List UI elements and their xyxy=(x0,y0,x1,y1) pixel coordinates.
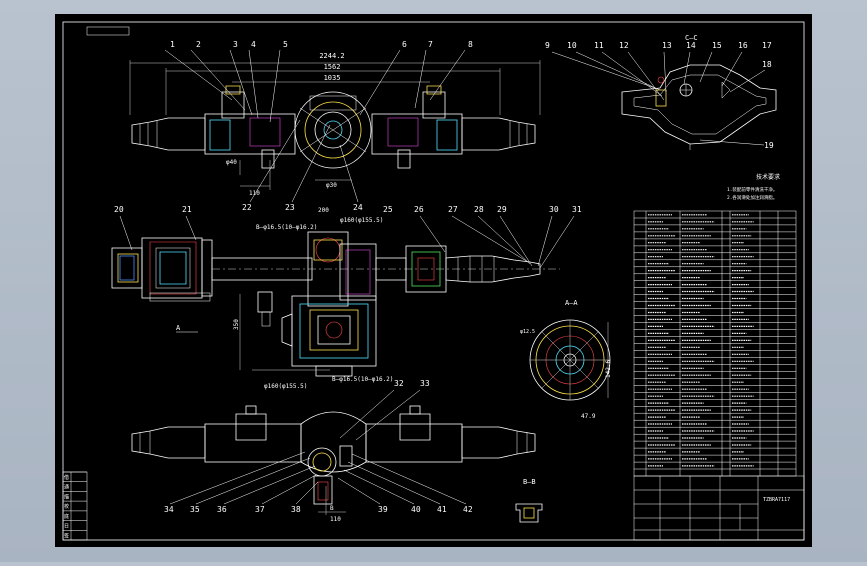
stamp-cell-label: 校 xyxy=(64,503,69,510)
label-section-a: B—φ16.5(10—φ16.2) xyxy=(256,224,317,231)
balloon-25: 25 xyxy=(383,205,393,214)
section-c-view: C—C xyxy=(551,34,777,150)
balloon-4: 4 xyxy=(251,40,256,49)
section-b-view: B—B xyxy=(515,478,543,523)
dim-a-bore: φ12.5 xyxy=(520,329,535,335)
balloon-23: 23 xyxy=(285,203,295,212)
stamp-cell-label: 通 xyxy=(64,484,69,491)
balloon-9: 9 xyxy=(545,41,550,50)
balloon-6: 6 xyxy=(402,40,407,49)
view-bb: B—B xyxy=(523,478,536,486)
dim-gear: φ30 xyxy=(326,182,337,189)
balloon-17: 17 xyxy=(762,41,772,50)
view-a-small: A xyxy=(176,324,181,332)
balloon-35: 35 xyxy=(190,505,200,514)
balloon-34: 34 xyxy=(164,505,174,514)
balloon-5: 5 xyxy=(283,40,288,49)
balloon-30: 30 xyxy=(549,205,559,214)
balloon-33: 33 xyxy=(420,379,430,388)
balloon-10: 10 xyxy=(567,41,577,50)
balloon-19: 19 xyxy=(764,141,774,150)
balloon-36: 36 xyxy=(217,505,227,514)
dim-350: 350 xyxy=(233,319,240,330)
balloon-3: 3 xyxy=(233,40,238,49)
label-section-a2: φ160(φ155.5) xyxy=(340,217,383,224)
balloon-37: 37 xyxy=(255,505,265,514)
balloon-39: 39 xyxy=(378,505,388,514)
balloon-31: 31 xyxy=(572,205,582,214)
balloon-22: 22 xyxy=(242,203,252,212)
balloon-32: 32 xyxy=(394,379,404,388)
dim-b-label: B xyxy=(330,505,334,512)
drawing-frame xyxy=(62,21,805,541)
view-cc: C—C xyxy=(685,34,698,42)
stamp-cell-label: 签 xyxy=(64,532,69,539)
balloon-21: 21 xyxy=(182,205,192,214)
top-view: 2244.2 1562 1035 xyxy=(129,52,541,197)
title-block: TZBRA7117 xyxy=(633,475,805,541)
parts-list-table xyxy=(633,210,797,477)
balloon-18: 18 xyxy=(762,60,772,69)
dim-inner: 1035 xyxy=(324,74,341,82)
stamp-cell-label: 底 xyxy=(64,513,69,520)
balloon-14: 14 xyxy=(686,41,696,50)
balloon-1: 1 xyxy=(170,40,175,49)
dim-left-small: φ40 xyxy=(226,159,237,166)
technical-notes: 技术要求 1.装配前零件清洗干净。 2.各润滑处加注润滑脂。 xyxy=(727,173,780,201)
top-right-balloons: 9 10 11 12 13 14 15 16 17 18 19 xyxy=(545,41,774,150)
balloon-12: 12 xyxy=(619,41,629,50)
stamp-cell-label: 描 xyxy=(64,493,69,500)
balloon-15: 15 xyxy=(712,41,722,50)
balloon-8: 8 xyxy=(468,40,473,49)
balloon-2: 2 xyxy=(196,40,201,49)
middle-section-view: 20 21 B—φ16.5(10—φ16.2) φ160(φ155.5) 200… xyxy=(111,205,582,390)
lower-label: B—φ16.5(10—φ16.2) xyxy=(332,376,393,383)
dim-track: 1562 xyxy=(324,63,341,71)
balloon-41: 41 xyxy=(437,505,447,514)
dim-overall: 2244.2 xyxy=(319,52,344,60)
section-a-view: A—A 142.6 47.9 φ12.5 xyxy=(520,299,612,420)
balloon-13: 13 xyxy=(662,41,672,50)
balloon-28: 28 xyxy=(474,205,484,214)
bottom-balloons: 32 33 34 35 36 37 38 39 40 41 42 xyxy=(164,379,473,514)
balloon-26: 26 xyxy=(414,205,424,214)
balloon-11: 11 xyxy=(594,41,604,50)
balloon-42: 42 xyxy=(463,505,473,514)
balloon-24: 24 xyxy=(353,203,363,212)
corner-stamp xyxy=(86,26,130,36)
notes-title: 技术要求 xyxy=(756,173,780,181)
stamp-cell-label: 日 xyxy=(64,524,69,530)
dim-a-small: 47.9 xyxy=(581,413,596,420)
drawing-number: TZBRA7117 xyxy=(763,497,790,503)
dim-a-height: 142.6 xyxy=(605,360,612,378)
balloon-16: 16 xyxy=(738,41,748,50)
top-balloons: 1 2 3 4 5 6 7 8 xyxy=(164,40,473,123)
balloon-38: 38 xyxy=(291,505,301,514)
balloon-27: 27 xyxy=(448,205,458,214)
notes-line-1: 1.装配前零件清洗干净。 xyxy=(727,186,777,193)
dim-left-width: 110 xyxy=(249,190,260,197)
stamp-cell-label: 借 xyxy=(64,474,69,481)
bottom-view: 110 B xyxy=(131,405,536,523)
notes-line-2: 2.各润滑处加注润滑脂。 xyxy=(727,194,777,201)
dim-200: 200 xyxy=(318,207,329,214)
view-aa: A—A xyxy=(565,299,578,307)
balloon-20: 20 xyxy=(114,205,124,214)
balloon-40: 40 xyxy=(411,505,421,514)
lower-dia: φ160(φ155.5) xyxy=(264,383,307,390)
dim-b-110: 110 xyxy=(330,516,341,523)
balloon-7: 7 xyxy=(428,40,433,49)
balloon-29: 29 xyxy=(497,205,507,214)
